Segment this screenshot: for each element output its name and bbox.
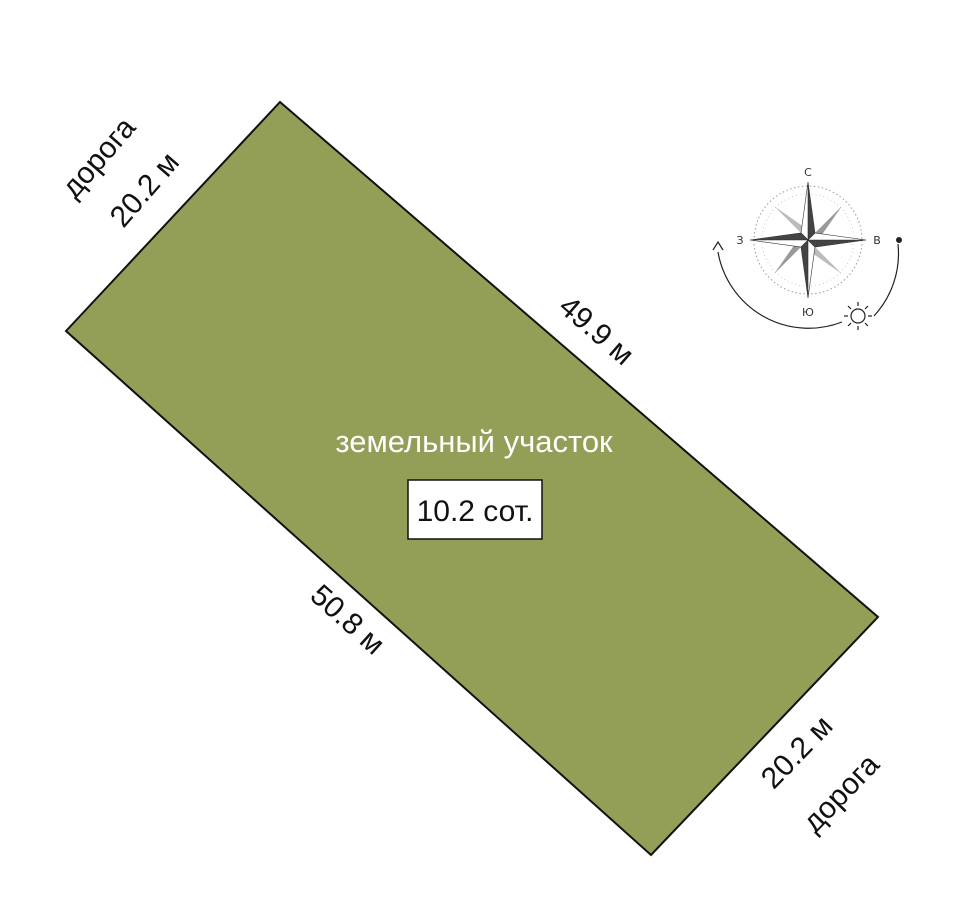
compass-rose: С Ю З В — [736, 166, 880, 319]
compass-north: С — [804, 166, 812, 179]
plot-area-value: 10.2 сот. — [417, 495, 534, 528]
sun-icon — [844, 302, 872, 330]
plot-title: земельный участок — [335, 424, 613, 459]
land-plot-shape — [64, 100, 880, 857]
compass-east: В — [873, 234, 881, 247]
compass-west: З — [736, 234, 743, 247]
sun-path-arc — [712, 237, 902, 329]
compass-south: Ю — [802, 306, 814, 319]
plot-area-box: 10.2 сот. — [407, 479, 543, 540]
